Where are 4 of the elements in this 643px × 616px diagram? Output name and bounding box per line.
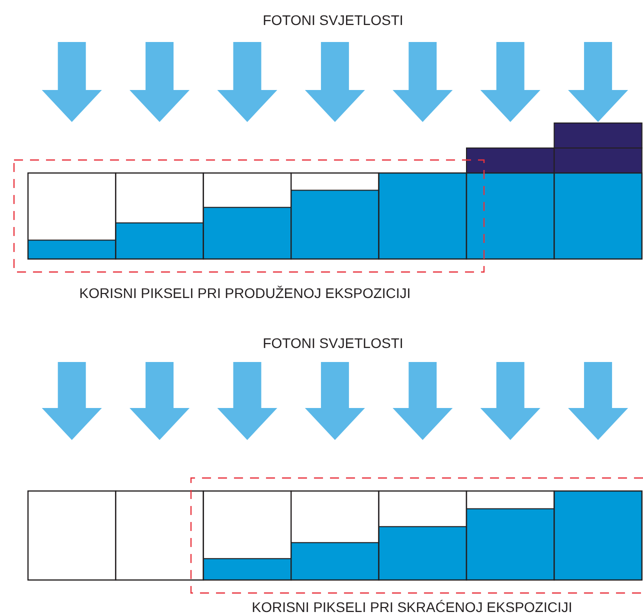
heading-text: FOTONI SVJETLOSTI	[262, 335, 404, 351]
heading-text: FOTONI SVJETLOSTI	[262, 12, 404, 28]
caption-text: KORISNI PIKSELI PRI SKRAĆENOJ EKSPOZICIJI	[252, 599, 572, 615]
caption-text: KORISNI PIKSELI PRI PRODUŽENOJ EKSPOZICIJI	[79, 285, 411, 301]
